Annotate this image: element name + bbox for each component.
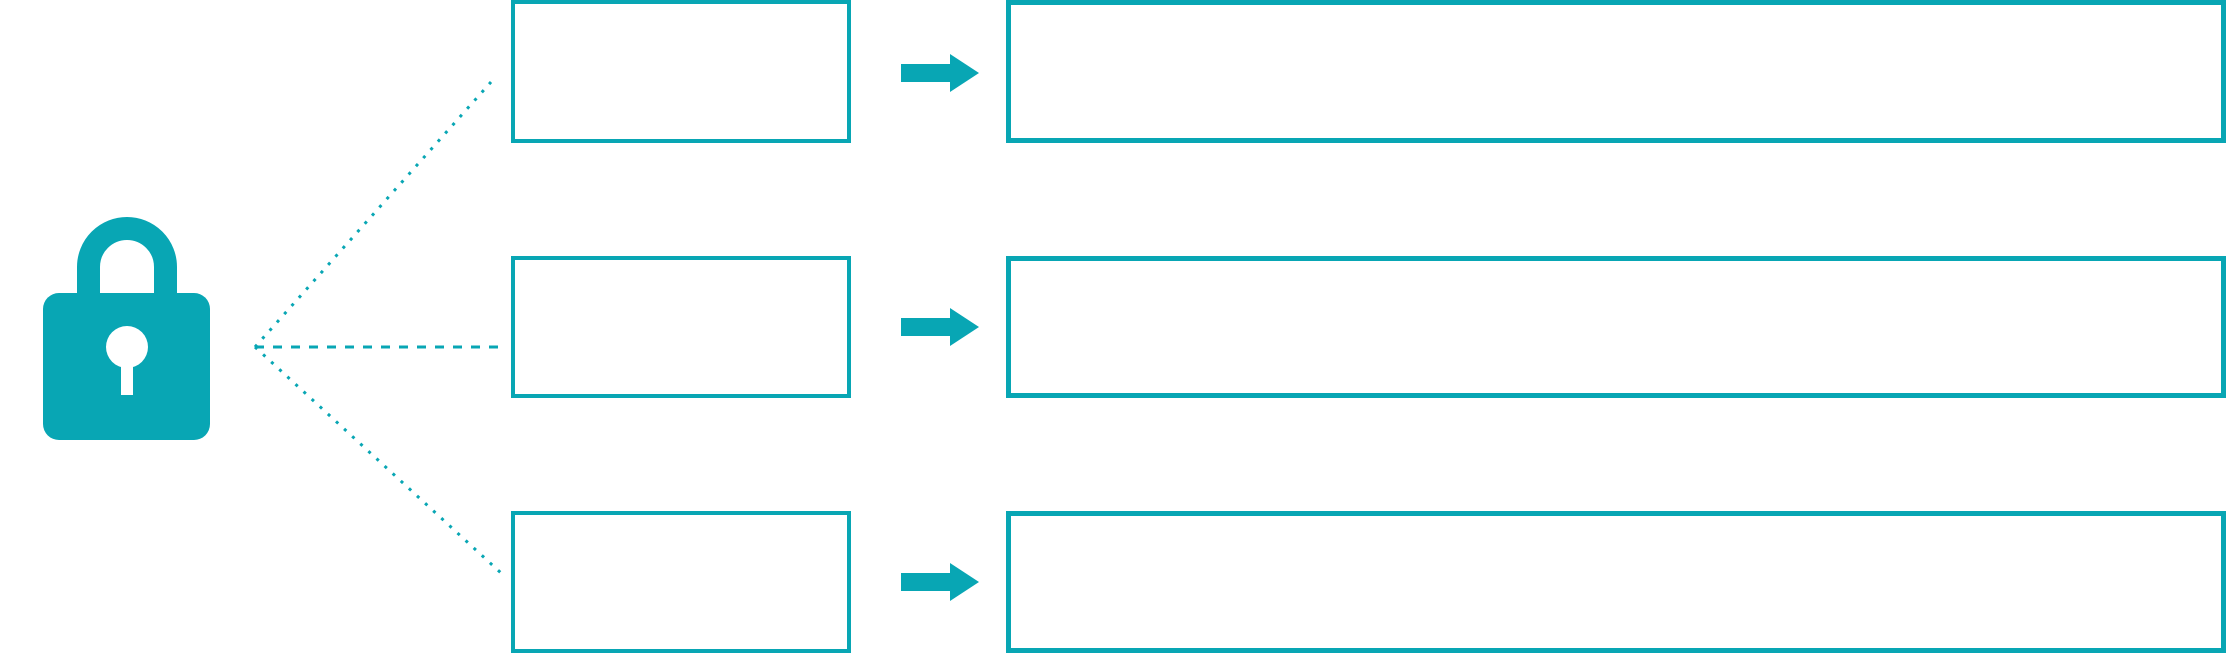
lock-keyhole: [106, 326, 148, 368]
lock-icon: [43, 217, 210, 440]
lock-keyhole-stem: [121, 352, 133, 395]
label-box-1: [511, 0, 851, 143]
lock-shackle-icon: [77, 217, 177, 305]
connector-lines: [253, 81, 503, 575]
label-box-2: [511, 256, 851, 398]
arrow-right-icon: [901, 308, 979, 346]
description-box-3: [1006, 511, 2226, 653]
description-box-1: [1006, 0, 2226, 143]
connector-line-top: [253, 81, 493, 348]
arrow-right-icon: [901, 563, 979, 601]
connector-line-bottom: [253, 345, 503, 575]
row-arrows: [901, 54, 979, 601]
arrow-right-icon: [901, 54, 979, 92]
description-box-2: [1006, 256, 2226, 398]
label-box-3: [511, 511, 851, 653]
